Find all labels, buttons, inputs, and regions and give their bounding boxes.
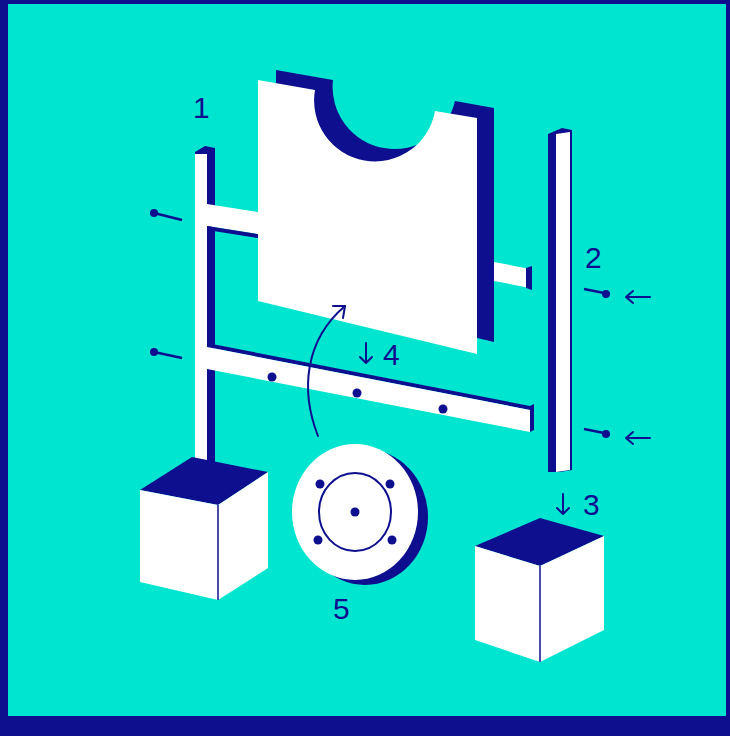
callout-number: 4 [383, 340, 400, 370]
callout-number: 1 [193, 93, 210, 123]
callout-number: 5 [333, 594, 350, 624]
callout-number: 3 [583, 490, 600, 520]
callout-number: 2 [585, 243, 602, 273]
